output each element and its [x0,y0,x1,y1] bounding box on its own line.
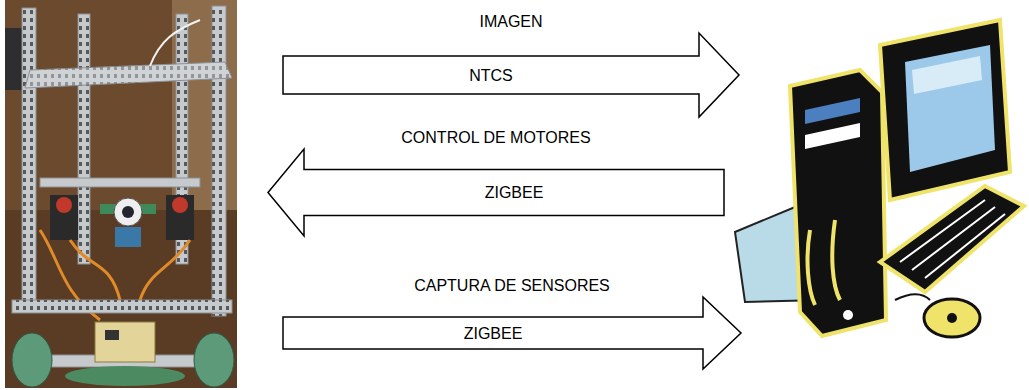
photo-background [5,0,237,388]
drive-bay [805,123,860,149]
block-arrow: IMAGEN NTCS [283,12,739,117]
servo-horn [56,197,72,213]
tower-curve [808,230,815,305]
camera-lens [122,206,134,218]
mouse-ball [947,313,957,323]
antenna-wire [150,20,200,66]
servo [50,195,78,240]
base-plate [65,366,185,386]
mouse [924,299,980,337]
screen-glare [912,56,982,94]
arrow-area: ZIGBEE [283,297,741,369]
key-rows [900,200,1005,278]
metal-post [78,14,90,264]
post-holes [212,6,226,316]
table [5,210,237,388]
computer-clipart [735,20,1024,337]
camera-mount [115,227,141,247]
block-arrow: CONTROL DE MOTORES ZIGBEE [268,128,724,236]
arrow-area: ZIGBEE [268,149,724,236]
block-arrow: CAPTURA DE SENSORES ZIGBEE [283,276,741,369]
screen [905,45,995,172]
cross-bar [40,178,200,187]
wheel [194,333,234,387]
base-frame [12,300,232,313]
plate-holes [25,62,232,88]
chip [105,330,119,340]
metal-post [22,8,36,308]
arrow-label: NTCS [469,66,513,85]
arrow-shape [268,149,724,236]
arrow-shape [283,297,741,369]
arrow-heading: CAPTURA DE SENSORES [283,276,741,297]
keyboard [880,186,1024,292]
servo-horn [172,197,188,213]
arrow-shape [283,33,739,117]
circuit-board [95,322,155,362]
post-holes [78,14,90,264]
top-plate [25,62,232,88]
wheel [12,333,52,387]
frame-holes [12,300,232,313]
monitor [880,20,1010,200]
power-button [843,310,853,320]
tower [790,70,886,336]
post-holes [22,8,36,308]
camera [114,198,142,226]
arrow-area: NTCS [283,33,739,117]
arrow-heading: IMAGEN [283,12,739,33]
mouse-cable [895,294,930,300]
arrow-label: ZIGBEE [464,324,523,343]
tower-curve [832,220,840,300]
robot-photo [5,0,237,388]
drive-bay [805,98,860,124]
arrow-heading: CONTROL DE MOTORES [268,128,724,149]
metal-post [212,6,226,316]
servo [166,195,194,240]
arrow-label: ZIGBEE [485,183,544,202]
